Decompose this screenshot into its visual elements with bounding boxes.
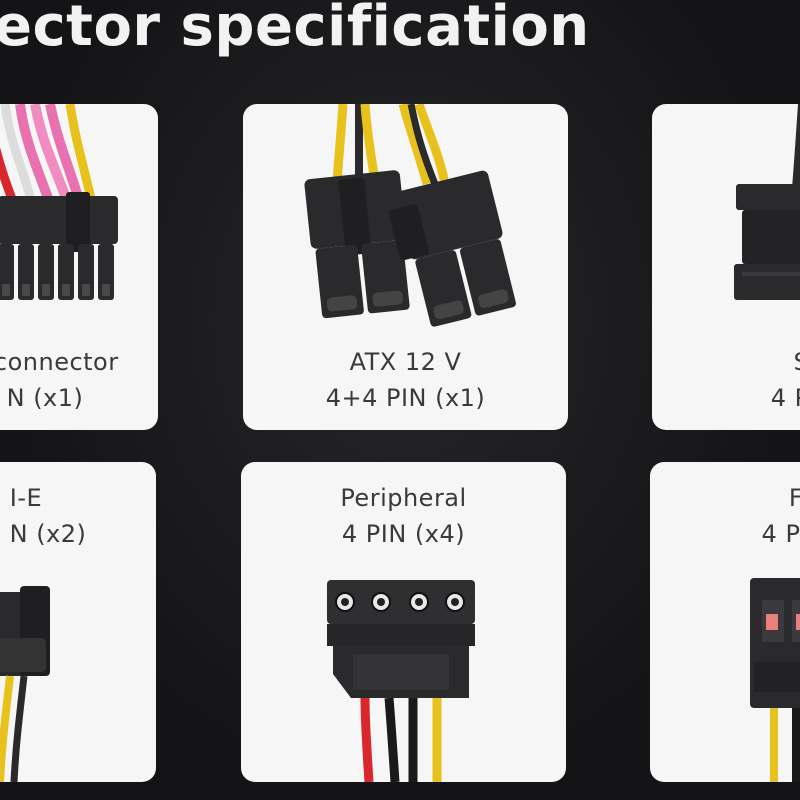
connector-card-main-power: r connector N (x1)	[0, 104, 158, 430]
pci-e-connector-image	[0, 586, 50, 782]
card-line2: N (x1)	[6, 384, 84, 412]
card-line2: N (x2)	[9, 520, 87, 548]
card-line1: I-E	[9, 484, 43, 512]
card-line1: SA	[720, 348, 800, 376]
main-power-connector-image	[0, 104, 118, 300]
card-line2: 4 PIN	[761, 520, 800, 548]
connector-card-peripheral: Peripheral 4 PIN (x4)	[241, 462, 566, 782]
card-line1: ATX 12 V	[349, 348, 462, 376]
card-line1: Peripheral	[340, 484, 467, 512]
atx-12v-connector-image	[304, 104, 516, 327]
card-line1: r connector	[0, 348, 119, 376]
connector-card-sata: SA 4 PI	[652, 104, 800, 430]
sata-connector-image	[734, 104, 800, 300]
connector-card-atx-12v: ATX 12 V 4+4 PIN (x1)	[243, 104, 568, 430]
card-line1: F	[788, 484, 800, 512]
connector-card-pci-e: I-E N (x2)	[0, 462, 156, 782]
floppy-connector-image	[750, 578, 800, 782]
page-title: ector specification	[0, 0, 590, 59]
connector-card-floppy: F 4 PIN	[650, 462, 800, 782]
card-line2: 4 PI	[770, 384, 800, 412]
card-line2: 4 PIN (x4)	[341, 520, 466, 548]
peripheral-molex-connector-image	[327, 580, 475, 782]
card-line2: 4+4 PIN (x1)	[325, 384, 486, 412]
